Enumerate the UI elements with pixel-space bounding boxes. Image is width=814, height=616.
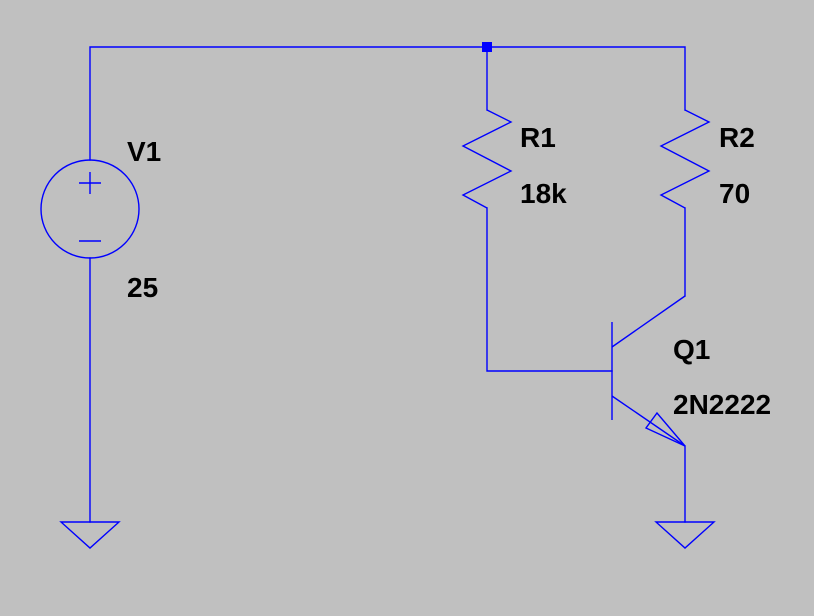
transistor-emitter-lead [611,395,686,447]
transistor-collector-lead [611,295,686,348]
r1-name-label: R1 [520,122,556,153]
q1-name-label: Q1 [673,334,710,365]
plus-icon [79,172,101,194]
ground-icon-left[interactable] [59,521,121,549]
wire-r1-to-base[interactable] [486,207,613,372]
voltage-source-circle [40,159,140,259]
wire-top-rail[interactable] [89,46,686,161]
r2-name-label: R2 [719,122,755,153]
r1-value-label: 18k [520,178,567,209]
v1-value-label: 25 [127,272,158,303]
voltage-source-v1[interactable] [40,159,140,259]
emitter-arrow-icon [644,411,686,447]
v1-name-label: V1 [127,136,161,167]
resistor-r2[interactable] [659,109,711,209]
resistor-r2-zigzag [659,109,711,209]
junction-dot[interactable] [482,42,492,52]
transistor-q1[interactable] [611,295,686,447]
wires [89,46,686,523]
resistor-r1[interactable] [461,109,513,209]
q1-value-label: 2N2222 [673,389,771,420]
ground-icon-right[interactable] [654,521,716,549]
r2-value-label: 70 [719,178,750,209]
resistor-r1-zigzag [461,109,513,209]
